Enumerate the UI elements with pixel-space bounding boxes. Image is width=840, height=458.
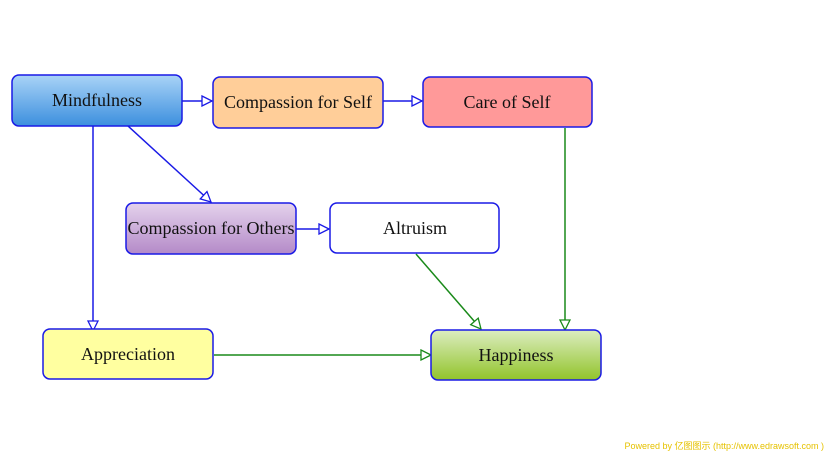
node-label-care-of-self: Care of Self [464,92,551,112]
node-appreciation[interactable]: Appreciation [42,328,214,380]
edge-group [93,101,565,355]
node-mindfulness[interactable]: Mindfulness [11,74,183,127]
node-care-of-self[interactable]: Care of Self [422,76,593,128]
node-label-compassion-for-others: Compassion for Others [128,218,295,238]
edge-mindfulness-to-compassion-others [127,125,211,202]
node-label-altruism: Altruism [383,218,447,238]
watermark-text: Powered by 亿图图示 (http://www.edrawsoft.co… [624,441,824,451]
node-label-happiness: Happiness [479,345,554,365]
node-label-mindfulness: Mindfulness [52,90,142,110]
node-compassion-for-self[interactable]: Compassion for Self [212,76,384,129]
edge-altruism-to-happiness [415,253,481,329]
node-happiness[interactable]: Happiness [430,329,602,381]
node-altruism[interactable]: Altruism [329,202,500,254]
node-label-compassion-for-self: Compassion for Self [224,92,372,112]
node-compassion-for-others[interactable]: Compassion for Others [125,202,297,255]
node-label-appreciation: Appreciation [81,344,175,364]
